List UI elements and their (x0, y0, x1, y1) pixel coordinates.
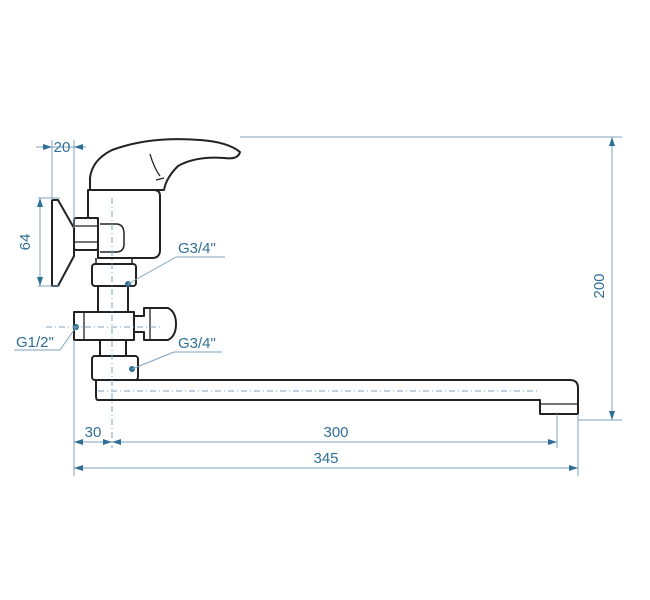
dim-inlet-offset: 30 (85, 424, 102, 441)
dim-top-offset: 20 (54, 139, 71, 156)
spout (95, 379, 579, 415)
faucet-body (51, 138, 579, 415)
dim-flange-height: 64 (17, 234, 34, 251)
wall-flange (51, 199, 75, 287)
dim-spout-length: 300 (323, 424, 348, 441)
dimension-lines (36, 136, 622, 476)
lever-handle (89, 138, 241, 191)
thread-upper-label: G3/4" (178, 240, 216, 257)
tee-block (73, 311, 135, 341)
diverter-knob (133, 307, 177, 341)
center-lines (46, 198, 540, 446)
dim-total-length: 345 (313, 450, 338, 467)
thread-inlet-label: G1/2" (16, 334, 54, 351)
thread-lower-label: G3/4" (178, 335, 216, 352)
upper-coupling (91, 263, 137, 287)
leader-lines (14, 256, 225, 370)
dim-total-height: 200 (591, 273, 608, 298)
hex-nut (73, 217, 99, 251)
